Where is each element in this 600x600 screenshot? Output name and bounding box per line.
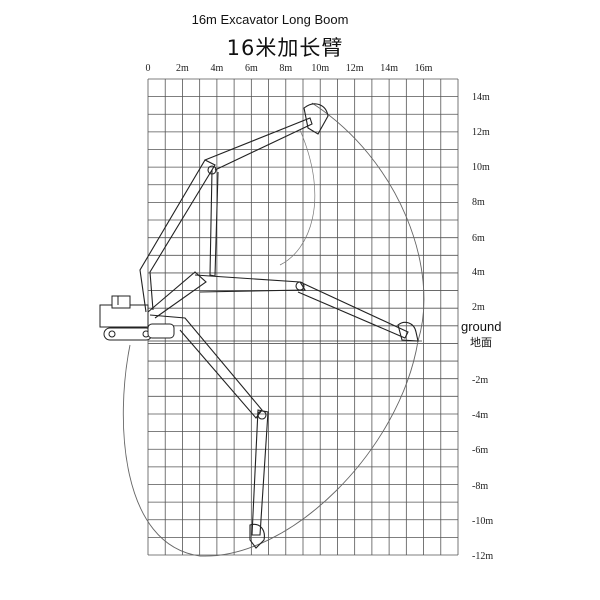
y-tick-label: 4m: [472, 267, 485, 278]
y-tick-label: -8m: [472, 481, 488, 492]
y-tick-label: 6m: [472, 233, 485, 244]
inner-envelope: [279, 129, 316, 266]
ground-label: ground: [461, 319, 501, 334]
y-tick-label: -6m: [472, 445, 488, 456]
boom-position-top: [139, 103, 329, 313]
x-tick-label: 2m: [176, 63, 189, 74]
x-tick-label: 12m: [346, 63, 364, 74]
boom-position-horizontal: [147, 271, 419, 342]
y-tick-label: 12m: [472, 127, 490, 138]
y-tick-label: -2m: [472, 375, 488, 386]
y-tick-label: 8m: [472, 197, 485, 208]
diagram-title: 16m Excavator Long Boom: [191, 12, 349, 27]
y-tick-label: -4m: [472, 410, 488, 421]
y-tick-label: 2m: [472, 302, 485, 313]
y-tick-label: -10m: [472, 516, 493, 527]
x-tick-label: 0: [146, 63, 151, 74]
x-tick-label: 14m: [380, 63, 398, 74]
ground-label-zh: 地面: [470, 336, 492, 349]
y-tick-label: -12m: [472, 551, 493, 562]
x-tick-label: 4m: [210, 63, 223, 74]
x-tick-label: 8m: [279, 63, 292, 74]
y-tick-label: 14m: [472, 92, 490, 103]
reach-envelope: [122, 102, 425, 557]
x-tick-label: 10m: [311, 63, 329, 74]
diagram-subtitle: 16米加长臂: [226, 36, 344, 60]
excavator-body: [99, 295, 175, 341]
grid: [147, 78, 459, 556]
boom-position-down: [149, 314, 269, 549]
x-tick-label: 16m: [415, 63, 433, 74]
y-tick-label: 10m: [472, 162, 490, 173]
x-tick-label: 6m: [245, 63, 258, 74]
